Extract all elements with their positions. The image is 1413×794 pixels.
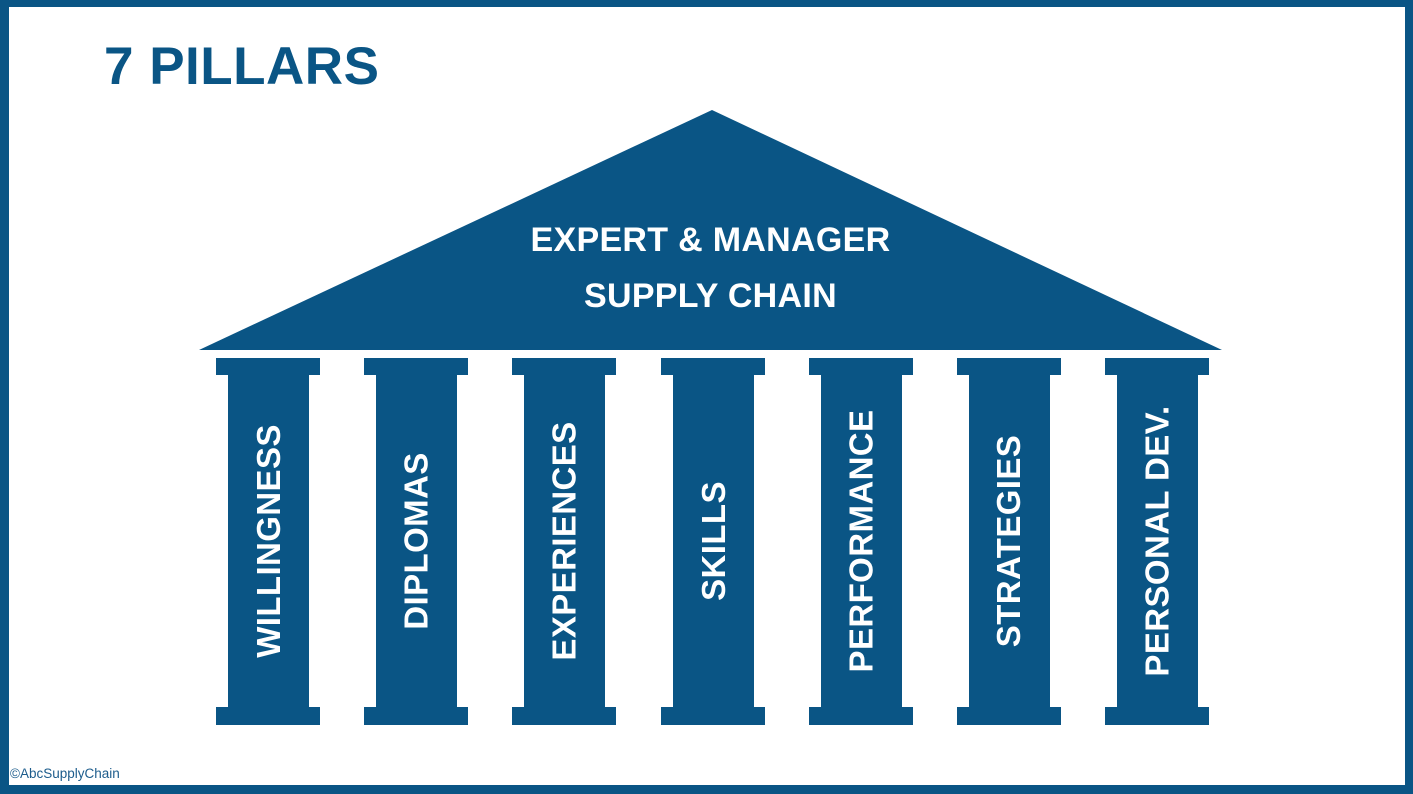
pillar-7-capital bbox=[1105, 358, 1209, 375]
pillar-6-shaft bbox=[969, 375, 1050, 707]
pillar-4-shaft bbox=[673, 375, 754, 707]
frame-border-right bbox=[1405, 0, 1413, 794]
footer-credit: ©AbcSupplyChain bbox=[10, 766, 120, 781]
pillar-5-capital bbox=[809, 358, 913, 375]
pediment-heading-line-1: EXPERT & MANAGER bbox=[530, 221, 891, 259]
pillar-2-shaft bbox=[376, 375, 457, 707]
frame-border-left bbox=[0, 0, 9, 794]
pillar-2[interactable]: DIPLOMAS bbox=[364, 358, 468, 725]
pediment-heading: EXPERT & MANAGER SUPPLY CHAIN bbox=[199, 212, 1222, 324]
pillar-4-base bbox=[661, 707, 765, 725]
pediment-heading-line-2: SUPPLY CHAIN bbox=[583, 277, 837, 316]
pillar-3-base bbox=[512, 707, 616, 725]
pillar-2-capital bbox=[364, 358, 468, 375]
pillar-5[interactable]: PERFORMANCE bbox=[809, 358, 913, 725]
page-title: 7 PILLARS bbox=[104, 37, 380, 96]
pillar-1-shaft bbox=[228, 375, 309, 707]
pillar-1-base bbox=[216, 707, 320, 725]
pillar-5-shaft bbox=[821, 375, 902, 707]
pillar-1[interactable]: WILLINGNESS bbox=[216, 358, 320, 725]
pillar-6-base bbox=[957, 707, 1061, 725]
frame-border-top bbox=[0, 0, 1413, 7]
pillar-1-capital bbox=[216, 358, 320, 375]
pillar-4-capital bbox=[661, 358, 765, 375]
pillar-4[interactable]: SKILLS bbox=[661, 358, 765, 725]
pillar-2-base bbox=[364, 707, 468, 725]
pillar-6[interactable]: STRATEGIES bbox=[957, 358, 1061, 725]
pillar-7-shaft bbox=[1117, 375, 1198, 707]
pillar-6-capital bbox=[957, 358, 1061, 375]
pillar-3[interactable]: EXPERIENCES bbox=[512, 358, 616, 725]
pillar-5-base bbox=[809, 707, 913, 725]
pillar-3-capital bbox=[512, 358, 616, 375]
pillar-7-base bbox=[1105, 707, 1209, 725]
pillar-7[interactable]: PERSONAL DEV. bbox=[1105, 358, 1209, 725]
pillar-3-shaft bbox=[524, 375, 605, 707]
frame-border-bottom bbox=[0, 785, 1413, 794]
